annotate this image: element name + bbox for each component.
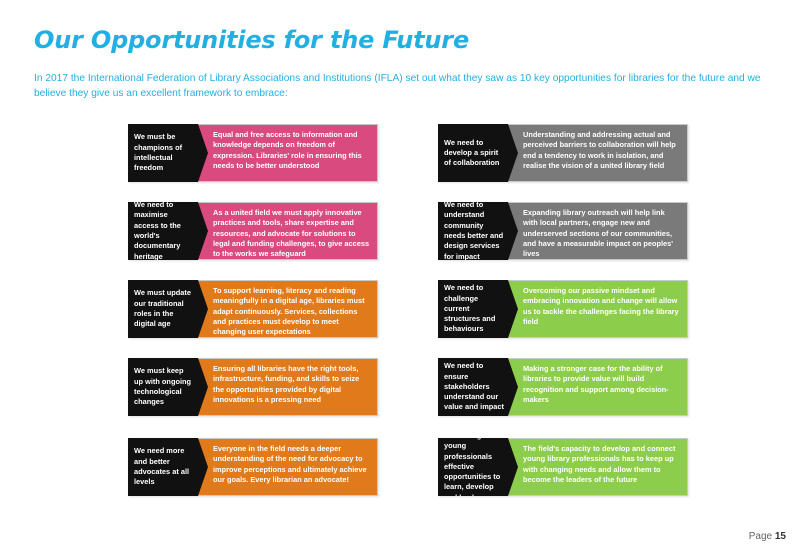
opportunity-description: Making a stronger case for the ability o…	[499, 359, 687, 415]
opportunity-card-6: Understanding and addressing actual and …	[438, 124, 688, 182]
opportunity-description: As a united field we must apply innovati…	[189, 203, 377, 259]
page-number: Page 15	[749, 531, 786, 542]
opportunity-card-4: Ensuring all libraries have the right to…	[128, 358, 378, 416]
opportunity-heading: We must update our traditional roles in …	[134, 288, 191, 329]
opportunity-arrow: We must give young professionals effecti…	[438, 438, 518, 496]
opportunity-description: Understanding and addressing actual and …	[499, 125, 687, 181]
opportunity-description: Everyone in the field needs a deeper und…	[189, 439, 377, 495]
opportunity-arrow: We must update our traditional roles in …	[128, 280, 208, 338]
opportunity-heading: We need to ensure stakeholders understan…	[444, 361, 504, 412]
page-title: Our Opportunities for the Future	[34, 26, 470, 54]
opportunity-card-3: To support learning, literacy and readin…	[128, 280, 378, 338]
opportunity-heading: We must keep up with ongoing technologic…	[134, 366, 192, 407]
opportunity-card-1: Equal and free access to information and…	[128, 124, 378, 182]
opportunity-heading: We must give young professionals effecti…	[444, 430, 501, 502]
opportunity-description: To support learning, literacy and readin…	[189, 281, 377, 337]
opportunity-heading: We must be champions of intellectual fre…	[134, 132, 183, 173]
opportunity-heading: We need to develop a spirit of collabora…	[444, 137, 500, 168]
intro-paragraph: In 2017 the International Federation of …	[34, 73, 761, 99]
opportunity-card-10: The field's capacity to develop and conn…	[438, 438, 688, 496]
opportunity-description: Overcoming our passive mindset and embra…	[499, 281, 687, 337]
opportunity-description: The field's capacity to develop and conn…	[499, 439, 687, 495]
opportunity-heading: We need to understand community needs be…	[444, 200, 504, 261]
opportunity-arrow: We need to ensure stakeholders understan…	[438, 358, 518, 416]
opportunity-description: Equal and free access to information and…	[189, 125, 377, 181]
opportunity-card-8: Overcoming our passive mindset and embra…	[438, 280, 688, 338]
opportunity-description: Ensuring all libraries have the right to…	[189, 359, 377, 415]
opportunity-arrow: We need to understand community needs be…	[438, 202, 518, 260]
opportunity-card-5: Everyone in the field needs a deeper und…	[128, 438, 378, 496]
opportunity-arrow: We need to challenge current structures …	[438, 280, 518, 338]
opportunity-heading: We need to challenge current structures …	[444, 283, 496, 334]
opportunity-card-9: Making a stronger case for the ability o…	[438, 358, 688, 416]
page-label: Page	[748, 531, 773, 542]
opportunity-heading: We need more and better advocates at all…	[134, 446, 190, 487]
opportunity-arrow: We must be champions of intellectual fre…	[128, 124, 208, 182]
opportunity-arrow: We must keep up with ongoing technologic…	[128, 358, 208, 416]
opportunity-arrow: We need more and better advocates at all…	[128, 438, 208, 496]
opportunity-arrow: We need to maximise access to the world'…	[128, 202, 208, 260]
opportunity-arrow: We need to develop a spirit of collabora…	[438, 124, 518, 182]
opportunity-card-2: As a united field we must apply innovati…	[128, 202, 378, 260]
opportunity-card-7: Expanding library outreach will help lin…	[438, 202, 688, 260]
opportunity-heading: We need to maximise access to the world'…	[134, 200, 181, 261]
opportunity-description: Expanding library outreach will help lin…	[499, 203, 687, 259]
page-number-value: 15	[774, 531, 786, 542]
